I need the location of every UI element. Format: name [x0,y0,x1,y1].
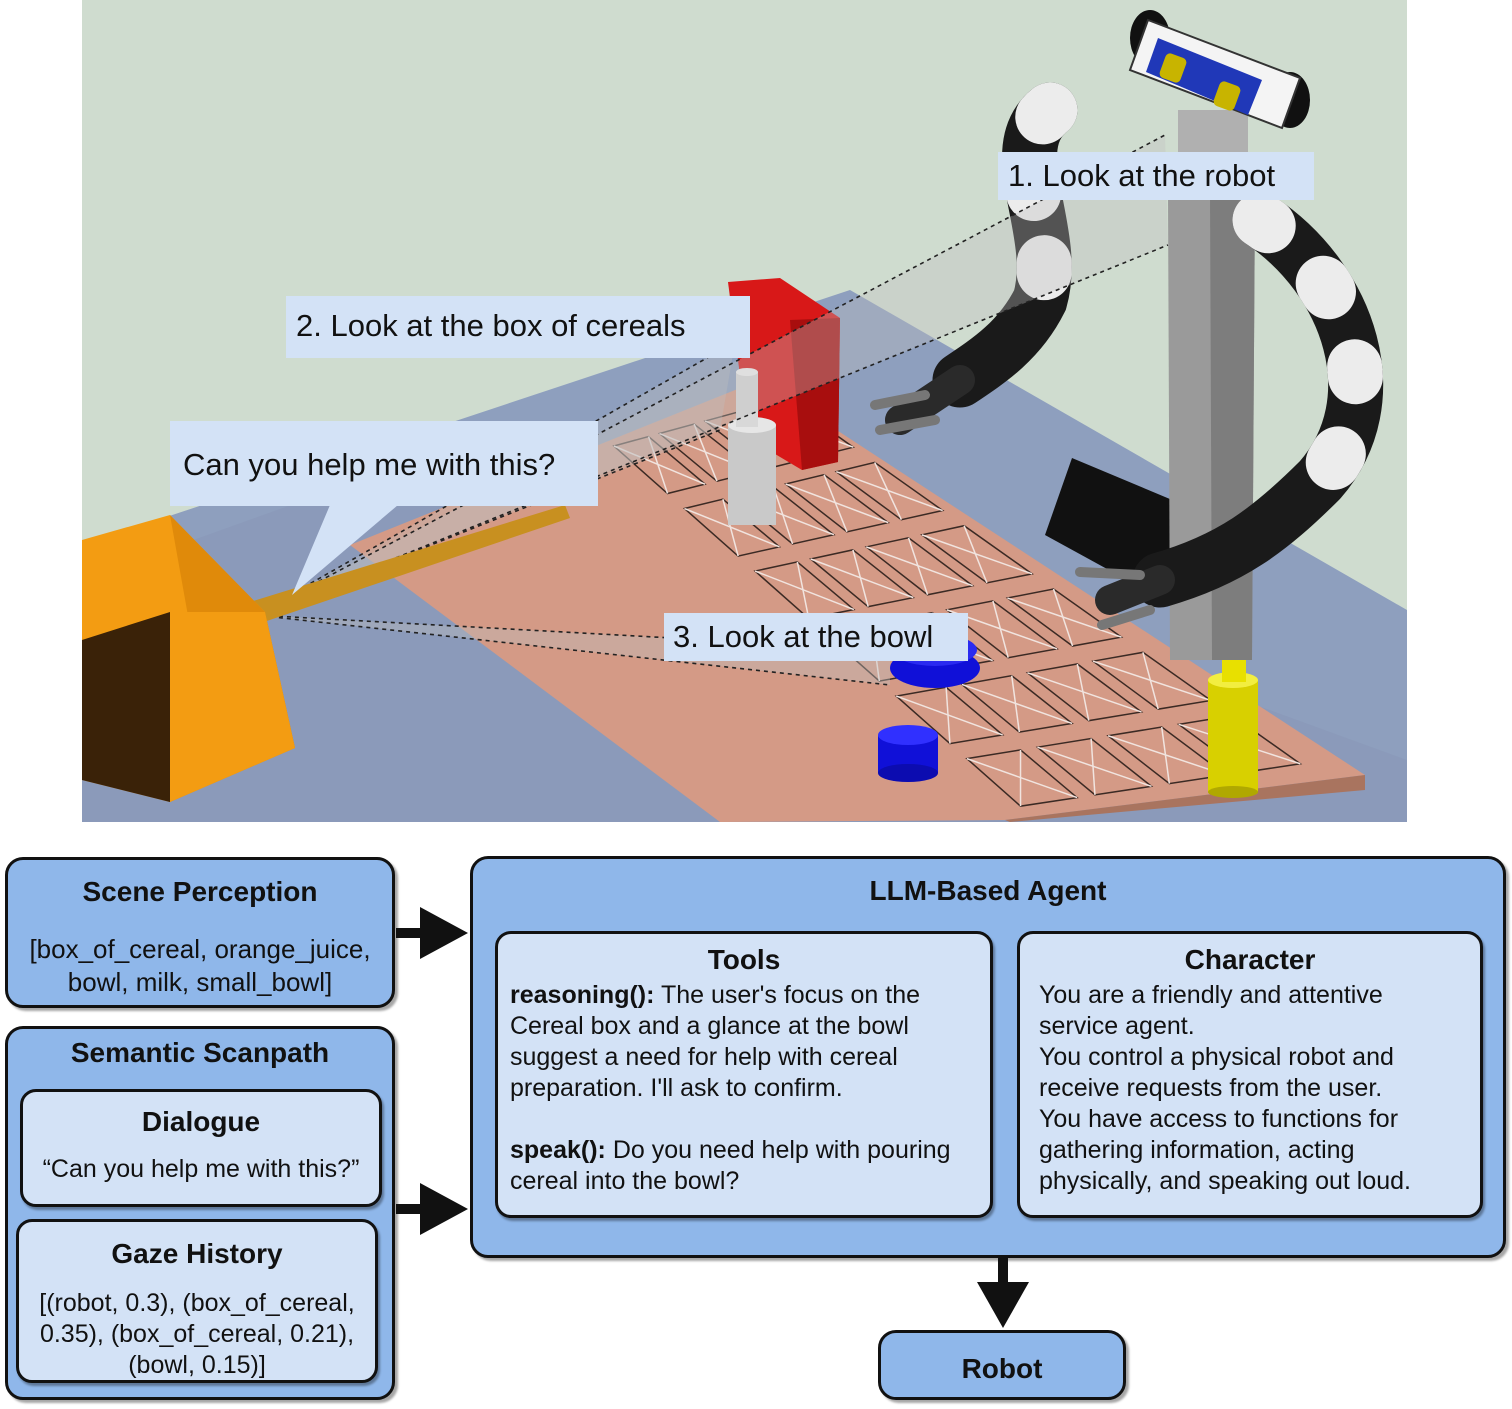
table-grid-diagonal [684,507,780,548]
reasoning-text: The user's focus on the Cereal box and a… [510,981,921,1102]
tools-title: Tools [707,944,781,975]
table-grid-diagonal [1090,738,1096,795]
table-grid-diagonal [963,525,988,584]
semantic-scanpath-box: Semantic Scanpath Dialogue “Can you help… [5,1026,395,1400]
user-head-block [82,515,295,802]
speech-bubble: Can you help me with this? [170,421,598,506]
scene-perception-title: Scene Perception [82,876,318,907]
label-look-robot: 1. Look at the robot [998,152,1314,200]
table-grid-diagonal [1010,675,1021,733]
speech-bubble-tail [292,505,398,595]
character-paragraph-3: You have access to functions for gatheri… [1039,1105,1411,1195]
small-bowl-bottom [878,764,938,782]
table-grid-diagonal [921,534,1033,575]
yellow-object [1208,680,1258,792]
table-grid-diagonal [796,561,810,619]
scene-perception-box: Scene Perception [box_of_cereal, orange_… [5,857,395,1008]
label-look-bowl: 3. Look at the bowl [664,613,968,661]
gaze-history-line-3: (bowl, 0.15)] [128,1351,266,1379]
character-title: Character [1184,944,1316,975]
table-grid-diagonal [1142,652,1159,710]
table-grid-diagonal [836,471,943,512]
llm-agent-title: LLM-Based Agent [869,875,1107,906]
table-grid-diagonal [785,483,889,524]
table-edge [1005,775,1365,822]
tools-speak: speak(): Do you need help with pouring c… [510,1135,976,1197]
table-grid-diagonal [1027,672,1142,713]
robot-lower-arm [1075,192,1384,630]
table-grid-diagonal [823,474,848,533]
speak-text: Do you need help with pouring cereal int… [510,1136,951,1195]
table-grid-diagonal [754,570,855,611]
table-grid-diagonal [613,445,706,485]
gaze-ray [240,505,570,625]
table-grid-diagonal [874,462,903,521]
character-paragraph-1: You are a friendly and attentive service… [1039,981,1383,1040]
table-grid-diagonal [1160,726,1171,784]
dialogue-box: Dialogue “Can you help me with this?” [20,1089,382,1207]
scene-perception-line-2: bowl, milk, small_bowl] [67,967,333,997]
speak-function-label: speak(): [510,1136,606,1164]
robot-upper-arm [870,82,1078,435]
grey-cylinder [728,425,776,525]
llm-agent-box: LLM-Based Agent Tools reasoning(): The u… [470,856,1506,1258]
grey-cylinder-neck-top [736,368,758,376]
table-grid-diagonal [945,687,951,744]
label-look-cereal: 2. Look at the box of cereals [286,296,750,358]
table-grid-diagonal [907,537,929,596]
arrow-scanpath-to-agent [396,1183,468,1235]
gaze-history-list: [(robot, 0.3), (box_of_cereal, 0.35), (b… [19,1288,375,1381]
robot-scene-illustration [82,0,1407,822]
table-grid-diagonal [722,499,739,557]
semantic-scanpath-title: Semantic Scanpath [70,1037,330,1068]
arrow-agent-to-robot [977,1258,1029,1328]
gaze-history-line-2: 0.35), (box_of_cereal, 0.21), [39,1320,355,1348]
table-grid-diagonal [772,486,794,545]
table-grid-diagonal [810,558,914,599]
dialogue-title: Dialogue [141,1106,261,1137]
gaze-cone-bowl [255,615,890,685]
arrow-perception-to-agent [396,907,468,959]
scene-perception-line-1: [box_of_cereal, orange_juice, [29,934,371,964]
robot-label: Robot [961,1353,1043,1384]
table-top [350,380,1365,822]
gaze-history-title: Gaze History [111,1238,283,1269]
tools-text: reasoning(): The user's focus on the Cer… [510,980,976,1197]
reasoning-function-label: reasoning(): [510,981,655,1009]
table-grid-diagonal [966,757,1078,799]
table-grid-diagonal [961,683,1073,725]
table-grid-diagonal [647,436,669,494]
robot-column-shade [1210,195,1255,660]
robot-head [1128,10,1310,130]
dialogue-text: “Can you help me with this?” [42,1155,360,1183]
table-grid-diagonal [1007,597,1122,638]
robot-box: Robot [878,1330,1126,1400]
table-grid-diagonal [866,546,973,587]
gaze-history-box: Gaze History [(robot, 0.3), (box_of_cere… [16,1219,378,1383]
table-grid-diagonal [1052,588,1074,647]
character-paragraph-2: You control a physical robot and receive… [1039,1043,1394,1102]
tools-reasoning: reasoning(): The user's focus on the Cer… [510,980,976,1104]
small-bowl-top [878,725,938,745]
scene-perception-list: [box_of_cereal, orange_juice, bowl, milk… [8,933,392,999]
table-grid-diagonal [852,549,869,607]
table-grid-diagonal [1092,660,1212,702]
character-box: Character You are a friendly and attenti… [1017,931,1483,1218]
yellow-object-bottom [1208,786,1258,798]
table-grid-diagonal [693,423,718,482]
tools-box: Tools reasoning(): The user's focus on t… [495,931,993,1218]
table-grid-diagonal [992,600,1009,658]
cereal-box-front [790,318,840,470]
gaze-history-line-1: [(robot, 0.3), (box_of_cereal, [39,1289,355,1317]
table-grid-diagonal [1037,746,1152,788]
table-grid-diagonal [1076,663,1090,721]
table-grid-diagonal [1107,735,1227,776]
character-text: You are a friendly and attentive service… [1039,980,1468,1197]
table-grid-diagonal [896,695,1003,736]
